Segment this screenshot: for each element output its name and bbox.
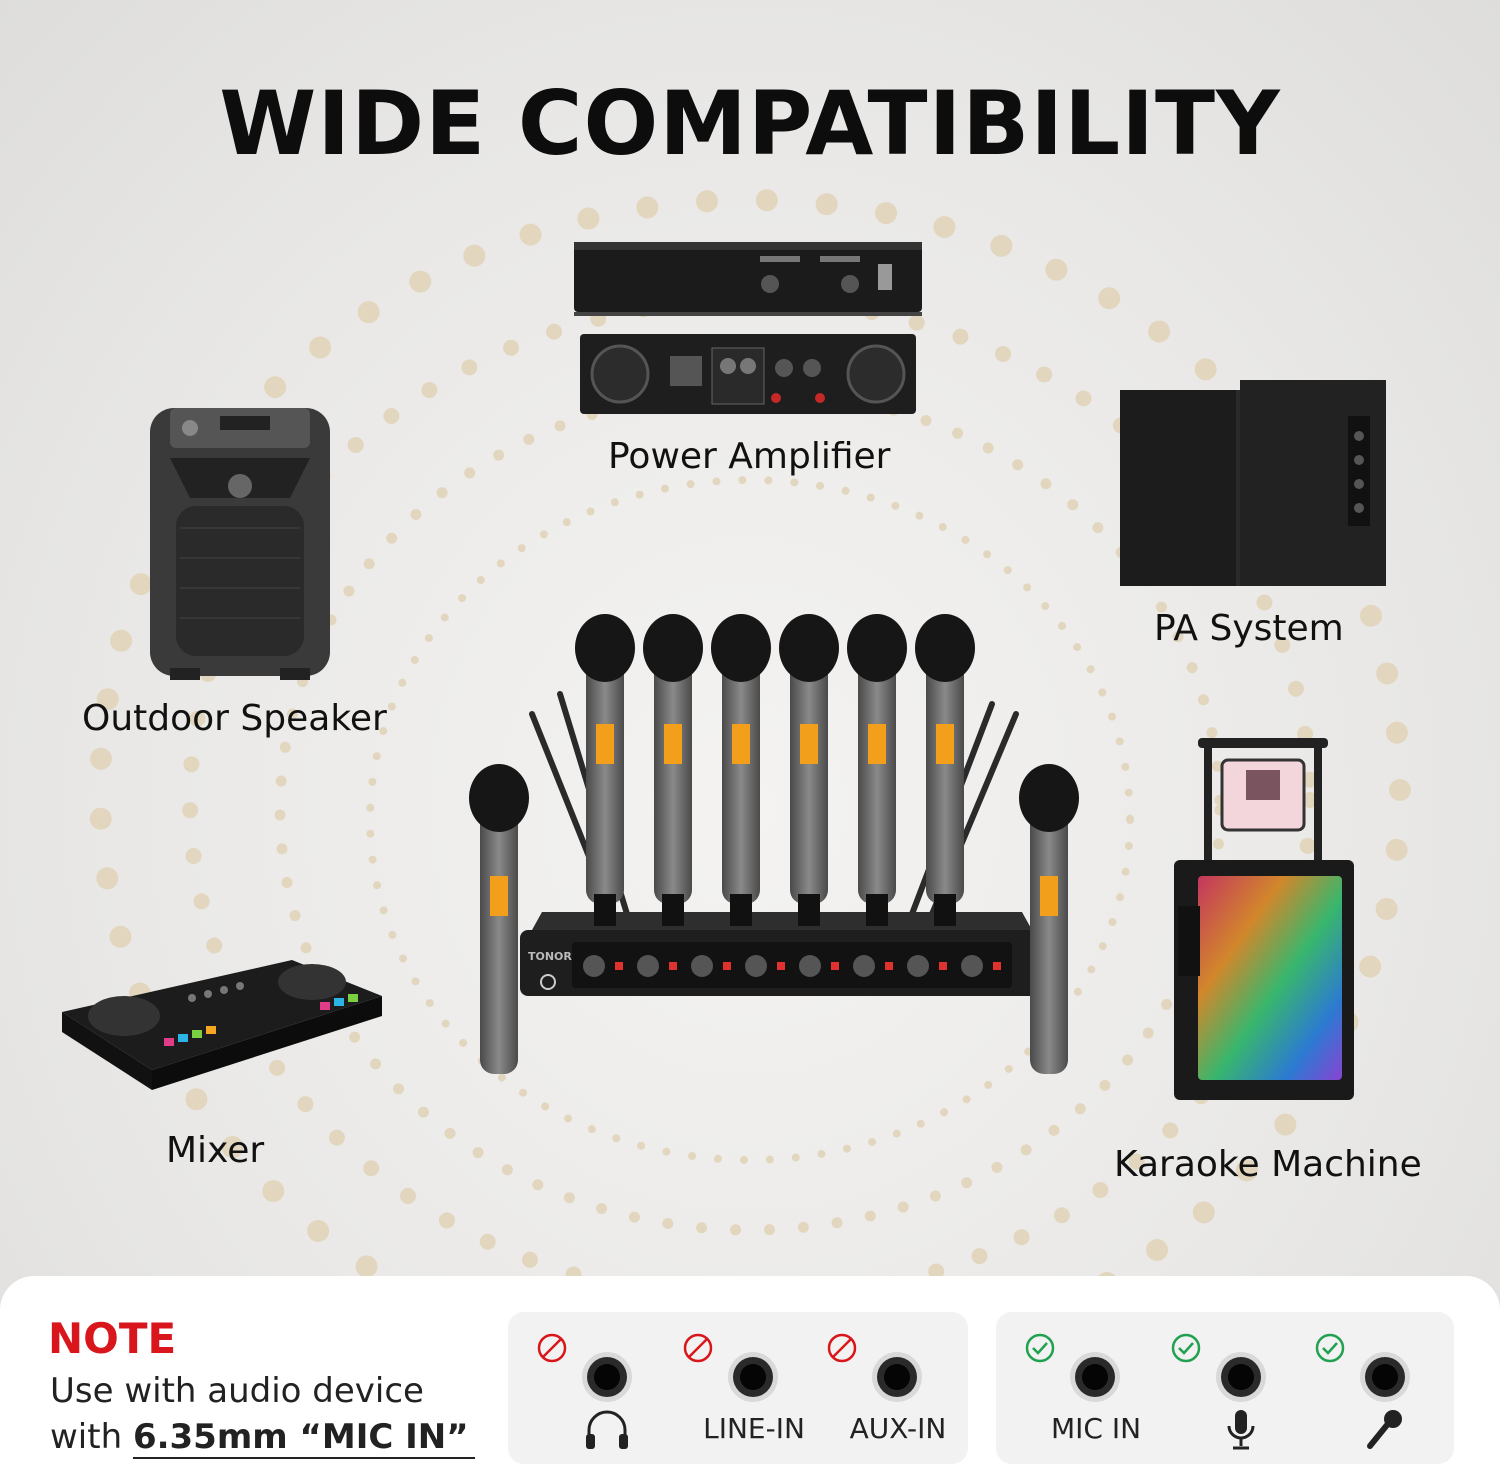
incompatible-ports-box: LINE-IN AUX-IN	[508, 1312, 968, 1464]
prohibited-icon	[827, 1333, 857, 1363]
headphones-icon	[586, 1410, 628, 1449]
audio-jack-icon	[1070, 1352, 1120, 1402]
mixer-image	[62, 960, 382, 1090]
wireless-microphone-system-image: TONOR	[469, 614, 1079, 1074]
page-title: WIDE COMPATIBILITY	[219, 72, 1281, 175]
note-line-2: with 6.35mm “MIC IN”	[50, 1414, 475, 1460]
audio-jack-icon	[1360, 1352, 1410, 1402]
audio-jack-icon	[1216, 1352, 1266, 1402]
note-heading: NOTE	[48, 1314, 177, 1363]
studio-microphone-icon	[1227, 1410, 1255, 1450]
port-headphones	[508, 1312, 658, 1464]
note-line-1: Use with audio device	[50, 1371, 424, 1411]
karaoke-machine-image	[1174, 738, 1354, 1100]
port-label: AUX-IN	[849, 1412, 947, 1445]
check-circle-icon	[1025, 1333, 1055, 1363]
karaoke-machine-label: Karaoke Machine	[1114, 1144, 1422, 1185]
receiver-brand-text: TONOR	[528, 950, 572, 963]
outdoor-speaker-image	[150, 408, 330, 680]
prohibited-icon	[537, 1333, 567, 1363]
compatible-ports-box: MIC IN	[996, 1312, 1454, 1464]
port-mic-in: MIC IN	[996, 1312, 1146, 1464]
port-studio-mic	[1142, 1312, 1292, 1464]
port-handheld-mic	[1286, 1312, 1436, 1464]
note-panel: NOTE Use with audio device with 6.35mm “…	[0, 1276, 1500, 1468]
port-line-in: LINE-IN	[654, 1312, 805, 1464]
check-circle-icon	[1171, 1333, 1201, 1363]
pa-system-image	[1120, 380, 1386, 586]
power-amplifier-image	[574, 242, 922, 414]
pa-system-label: PA System	[1154, 608, 1344, 649]
audio-jack-icon	[872, 1352, 922, 1402]
check-circle-icon	[1315, 1333, 1345, 1363]
power-amplifier-label: Power Amplifier	[608, 436, 891, 477]
mixer-label: Mixer	[166, 1130, 265, 1171]
mic-in-highlight: 6.35mm “MIC IN”	[132, 1417, 475, 1459]
handheld-microphone-icon	[1367, 1410, 1402, 1449]
prohibited-icon	[683, 1333, 713, 1363]
note-line-2-prefix: with	[50, 1417, 123, 1457]
port-label: LINE-IN	[703, 1412, 805, 1445]
port-aux-in: AUX-IN	[798, 1312, 948, 1464]
note-text: Use with audio device with 6.35mm “MIC I…	[50, 1368, 475, 1460]
audio-jack-icon	[728, 1352, 778, 1402]
port-label: MIC IN	[1050, 1412, 1142, 1445]
audio-jack-icon	[582, 1352, 632, 1402]
outdoor-speaker-label: Outdoor Speaker	[82, 698, 387, 739]
